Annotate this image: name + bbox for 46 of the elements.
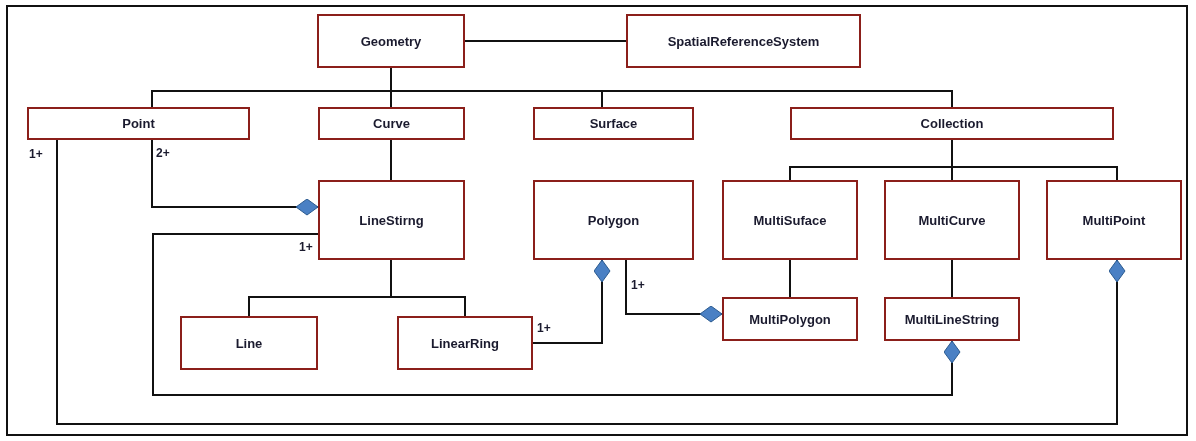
class-name: Geometry bbox=[360, 33, 422, 49]
multiplicity-label: 1+ bbox=[28, 147, 44, 161]
aggregation-line bbox=[532, 259, 611, 344]
connector-line bbox=[789, 259, 791, 298]
connector-line bbox=[464, 40, 627, 42]
aggregation-line bbox=[151, 139, 319, 216]
class-name: Polygon bbox=[587, 212, 640, 228]
class-box bbox=[884, 180, 1020, 260]
multiplicity-label: 2+ bbox=[155, 146, 171, 160]
class-box bbox=[722, 180, 858, 260]
class-name: MultiPolygon bbox=[749, 311, 831, 327]
class-name: LineStirng bbox=[359, 212, 424, 228]
class-box bbox=[180, 316, 318, 370]
class-box bbox=[533, 180, 694, 260]
class-box bbox=[27, 107, 250, 140]
class-name: Line bbox=[235, 335, 263, 351]
class-name: Point bbox=[122, 116, 155, 131]
connector-line bbox=[390, 139, 392, 181]
connector-line bbox=[951, 139, 1118, 181]
class-box bbox=[626, 14, 861, 68]
class-box bbox=[884, 297, 1020, 341]
class-name: LinearRing bbox=[431, 335, 499, 351]
class-name: SpatialReferenceSystem bbox=[667, 33, 820, 49]
class-name: MultiLineString bbox=[904, 311, 1000, 327]
class-box bbox=[397, 316, 533, 370]
class-name: Surface bbox=[589, 116, 638, 131]
aggregation-line bbox=[56, 139, 1126, 425]
class-box bbox=[722, 297, 858, 341]
class-name: MultiSuface bbox=[753, 212, 827, 228]
class-name: Curve bbox=[373, 116, 410, 131]
multiplicity-label: 1+ bbox=[536, 321, 552, 335]
aggregation-line bbox=[625, 259, 723, 323]
class-box bbox=[318, 180, 465, 260]
class-box bbox=[790, 107, 1114, 140]
class-box bbox=[318, 107, 465, 140]
multiplicity-label: 1+ bbox=[298, 240, 314, 254]
class-name: Collection bbox=[920, 116, 984, 131]
connector-line bbox=[951, 259, 953, 298]
class-box bbox=[317, 14, 465, 68]
connector-line bbox=[390, 259, 466, 317]
class-name: MultiPoint bbox=[1082, 212, 1146, 228]
class-name: MultiCurve bbox=[918, 212, 986, 228]
class-box bbox=[1046, 180, 1182, 260]
class-box bbox=[533, 107, 694, 140]
aggregation-line bbox=[152, 233, 961, 396]
multiplicity-label: 1+ bbox=[630, 278, 646, 292]
